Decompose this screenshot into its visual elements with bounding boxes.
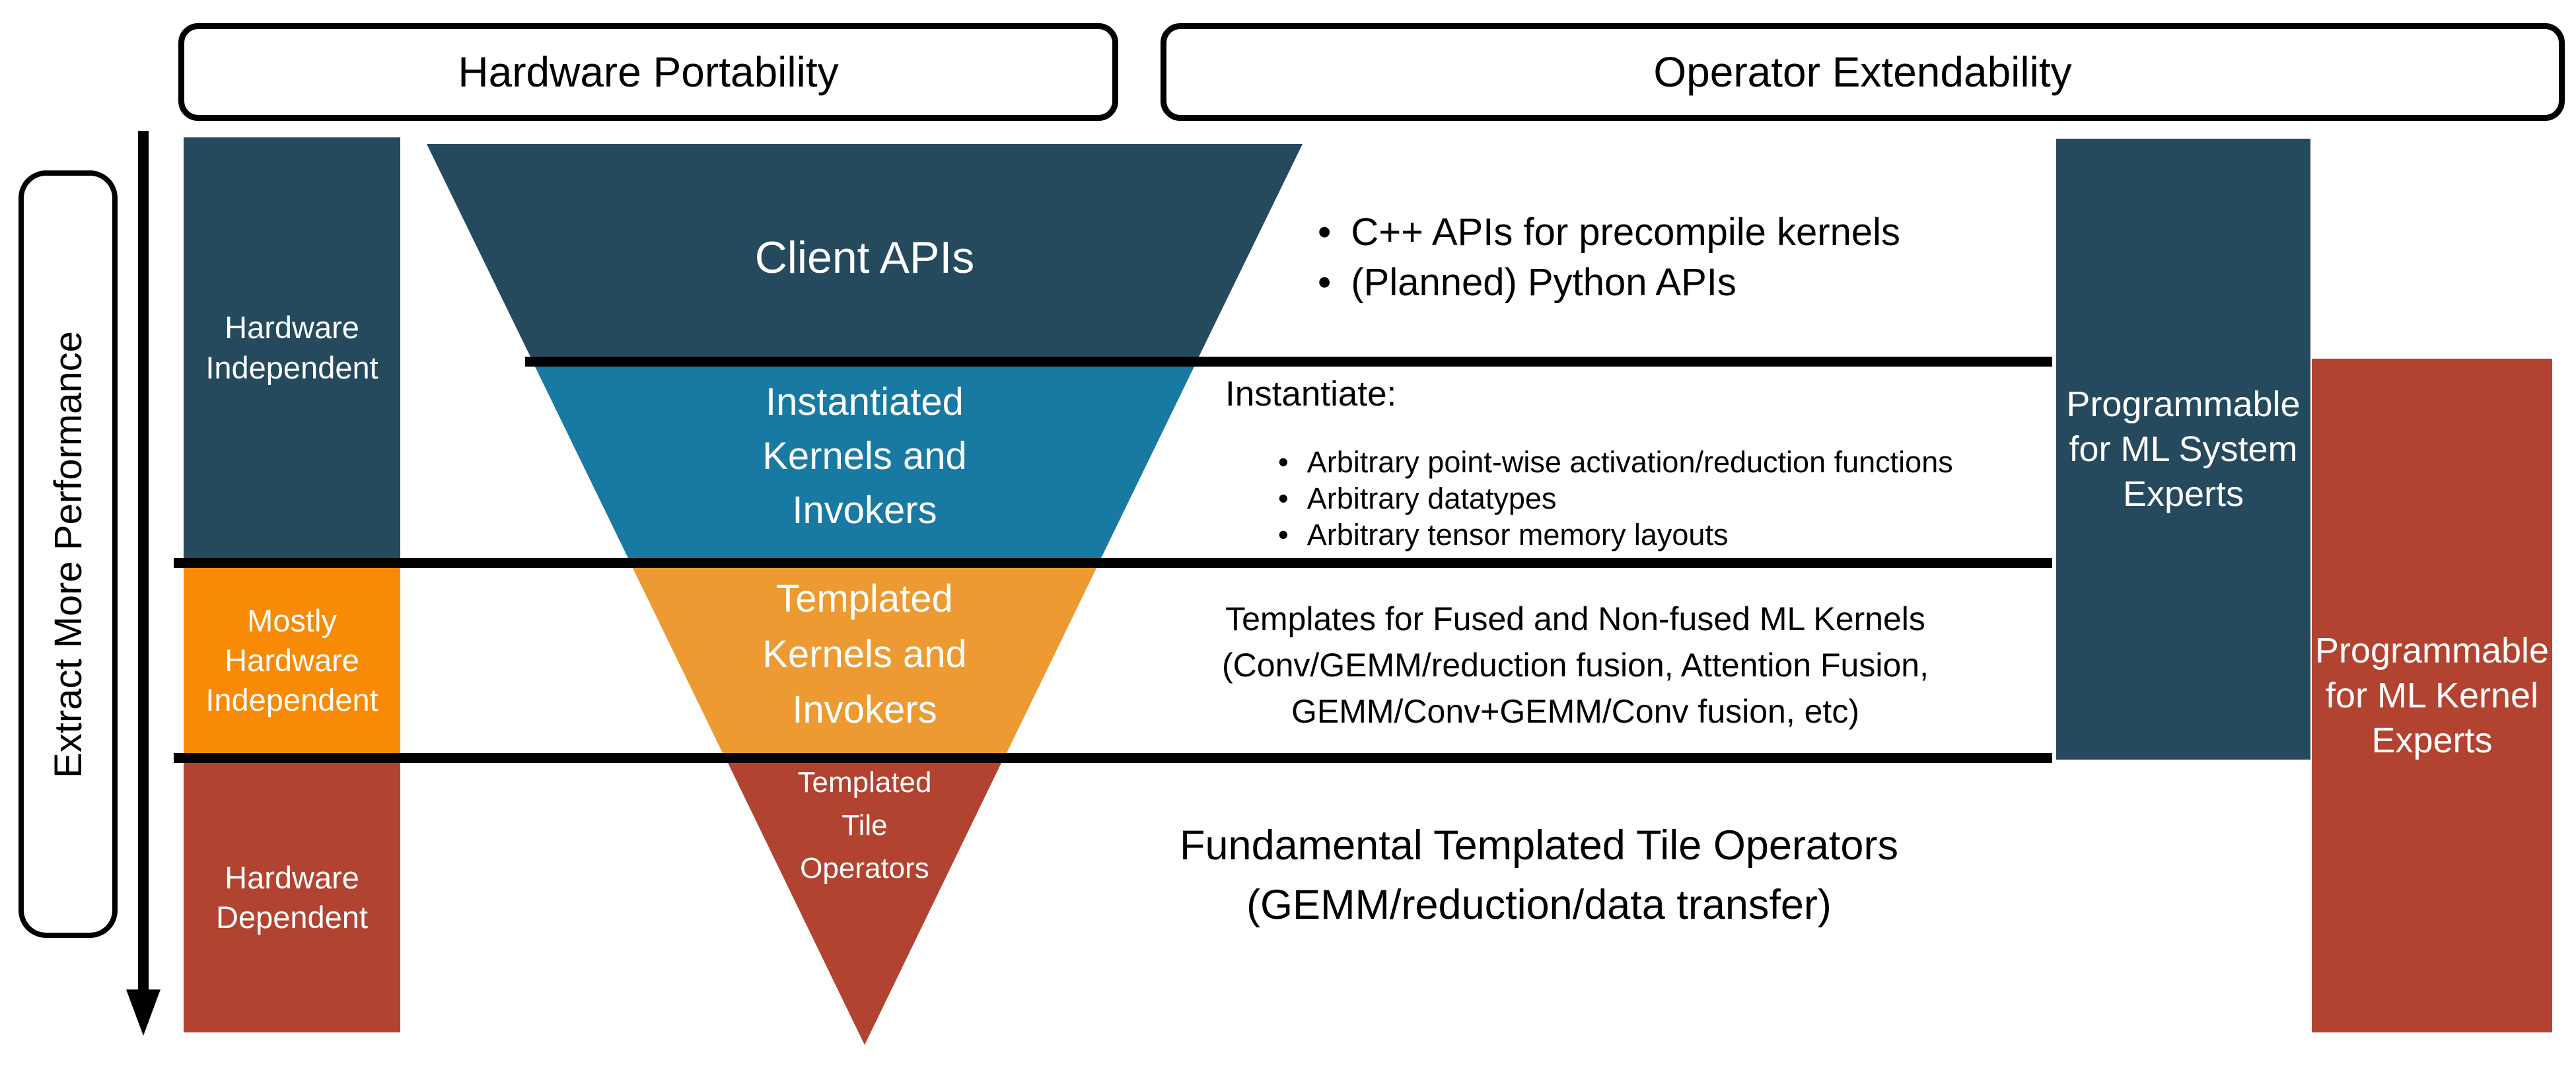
left-box-hardware-independent: Hardware Independent	[184, 137, 400, 558]
pyramid-label-line: Kernels and	[762, 435, 967, 478]
left-box-label-line: Dependent	[216, 900, 368, 935]
header-operator-extendability: Operator Extendability	[1161, 23, 2565, 121]
pyramid-label-line: Tile	[841, 809, 888, 842]
pyramid-label-line: Templated	[797, 766, 932, 799]
bullet-item: • (Planned) Python APIs	[1318, 258, 2097, 308]
right-box-label-line: for ML Kernel	[2325, 676, 2539, 715]
performance-arrow-head	[126, 989, 161, 1036]
right-box-label-line: Programmable	[2314, 631, 2550, 670]
templates-description-line: (Conv/GEMM/reduction fusion, Attention F…	[1222, 647, 1929, 684]
divider-line-1	[525, 357, 2052, 367]
client-api-bullet-list: • C++ APIs for precompile kernels • (Pla…	[1318, 207, 2097, 308]
bullet-icon: •	[1278, 518, 1289, 552]
pyramid-level-templated	[633, 568, 1096, 753]
left-box-label-line: Mostly	[247, 602, 337, 638]
right-box-ml-system-experts: Programmable for ML System Experts	[2056, 139, 2310, 760]
bullet-text: C++ APIs for precompile kernels	[1351, 211, 1901, 254]
right-box-label-line: Experts	[2122, 474, 2244, 514]
right-box-ml-kernel-experts: Programmable for ML Kernel Experts	[2312, 359, 2552, 1032]
divider-line-3	[174, 753, 2052, 763]
pyramid-level-tile	[728, 763, 1001, 1045]
left-box-label-line: Hardware	[225, 859, 359, 895]
fundamental-description: Fundamental Templated Tile Operators (GE…	[1077, 816, 2001, 935]
pyramid-label-line: Invokers	[792, 688, 937, 731]
pyramid-level-instantiated	[535, 367, 1194, 558]
templates-description-line: GEMM/Conv+GEMM/Conv fusion, etc)	[1291, 693, 1859, 730]
bullet-item: • C++ APIs for precompile kernels	[1318, 207, 2097, 258]
left-box-label-line: Hardware	[225, 310, 359, 345]
bullet-icon: •	[1278, 445, 1289, 479]
header-hardware-portability: Hardware Portability	[178, 23, 1118, 121]
left-box-label-line: Independent	[205, 349, 378, 385]
right-box-label-line: for ML System	[2069, 429, 2298, 469]
fundamental-description-line: Fundamental Templated Tile Operators	[1180, 822, 1898, 869]
extract-more-performance-box: Extract More Performance	[18, 170, 118, 938]
pyramid-label-line: Templated	[776, 577, 953, 620]
header-operator-extendability-label: Operator Extendability	[1653, 48, 2072, 96]
extract-more-performance-label: Extract More Performance	[46, 330, 90, 778]
bullet-item: • Arbitrary tensor memory layouts	[1278, 517, 2104, 553]
pyramid-level-client-apis	[427, 144, 1303, 357]
fundamental-description-line: (GEMM/reduction/data transfer)	[1246, 882, 1832, 928]
right-box-label-line: Experts	[2371, 721, 2493, 760]
pyramid-label-line: Operators	[800, 852, 929, 884]
left-box-label-line: Independent	[205, 682, 378, 718]
instantiate-heading: Instantiate:	[1225, 375, 1397, 413]
instantiate-bullet-list: • Arbitrary point-wise activation/reduct…	[1278, 444, 2104, 553]
pyramid-label-text: Client APIs	[754, 233, 975, 283]
performance-arrow-shaft	[138, 131, 149, 996]
templates-description-line: Templates for Fused and Non-fused ML Ker…	[1225, 600, 1925, 637]
left-box-hardware-dependent: Hardware Dependent	[184, 763, 400, 1032]
left-box-mostly-hardware-independent: Mostly Hardware Independent	[184, 568, 400, 753]
header-hardware-portability-label: Hardware Portability	[458, 48, 839, 96]
left-box-label-line: Hardware	[225, 642, 359, 678]
pyramid-label-line: Invokers	[792, 489, 937, 532]
divider-line-2	[174, 558, 2052, 568]
bullet-item: • Arbitrary datatypes	[1278, 480, 2104, 517]
templates-description: Templates for Fused and Non-fused ML Ker…	[1123, 596, 2028, 735]
bullet-icon: •	[1318, 211, 1332, 254]
bullet-text: (Planned) Python APIs	[1351, 261, 1736, 304]
pyramid-label-client-apis: Client APIs	[600, 228, 1129, 287]
bullet-text: Arbitrary point-wise activation/reductio…	[1306, 445, 1953, 479]
pyramid-label-instantiated: Instantiated Kernels and Invokers	[600, 375, 1129, 538]
pyramid-label-line: Kernels and	[762, 633, 967, 676]
bullet-text: Arbitrary tensor memory layouts	[1306, 518, 1729, 552]
pyramid-label-templated: Templated Kernels and Invokers	[633, 571, 1096, 738]
bullet-text: Arbitrary datatypes	[1306, 482, 1557, 515]
pyramid-label-tile-operators: Templated Tile Operators	[733, 761, 997, 890]
bullet-icon: •	[1278, 482, 1289, 515]
bullet-icon: •	[1318, 261, 1332, 304]
pyramid-label-line: Instantiated	[766, 380, 964, 423]
right-box-label-line: Programmable	[2066, 384, 2301, 424]
bullet-item: • Arbitrary point-wise activation/reduct…	[1278, 444, 2104, 480]
